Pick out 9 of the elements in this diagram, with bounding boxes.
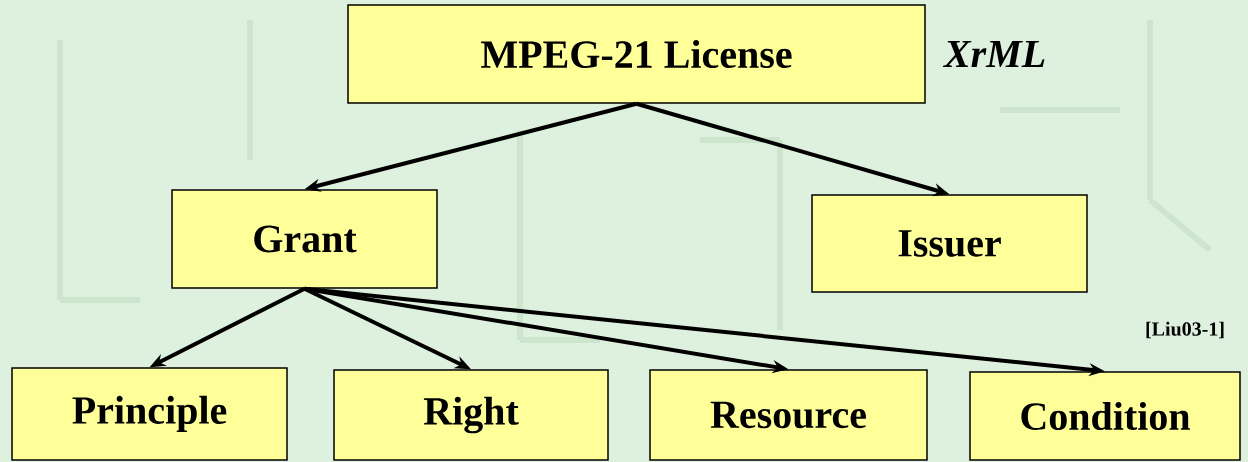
label-box: Right — [333, 369, 609, 461]
label-box: Resource — [649, 369, 928, 461]
label-box: Condition — [969, 371, 1241, 461]
beside-text: XrML — [942, 40, 1045, 68]
label-box: Grant — [171, 189, 438, 289]
label-box: Principle — [11, 367, 288, 461]
label-box: Issuer — [811, 194, 1088, 293]
label-box: MPEG-21 License — [347, 4, 926, 104]
citation-label: [Liu03-1] — [1146, 321, 1224, 339]
